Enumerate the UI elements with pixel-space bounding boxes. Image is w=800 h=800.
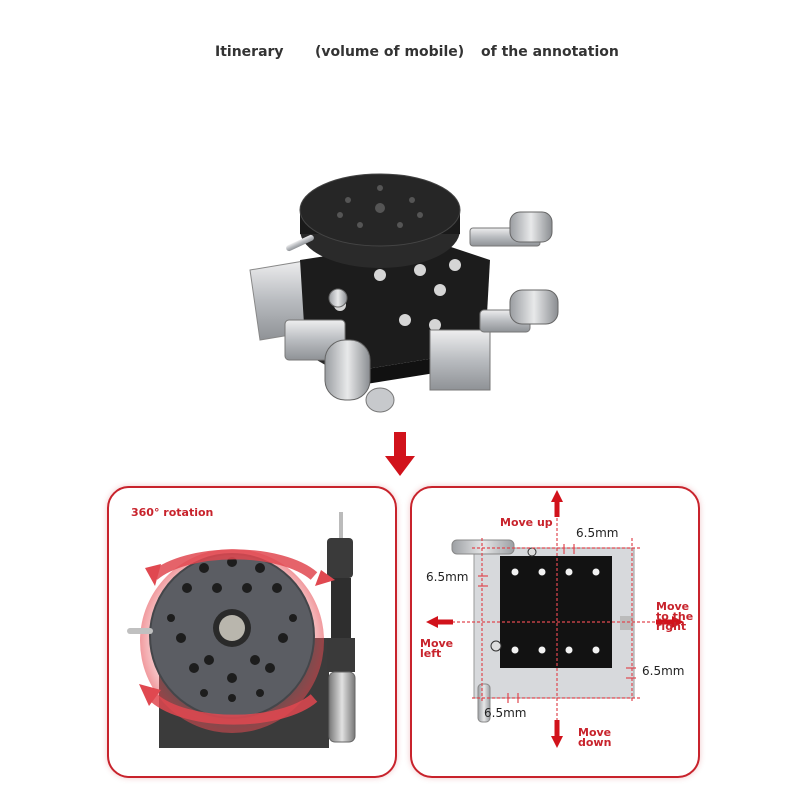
xy-stage-illustration <box>426 490 684 748</box>
header-caption: Itinerary (volume of mobile) of the anno… <box>0 44 800 68</box>
dim-right-label: 6.5mm <box>642 664 685 678</box>
move-right-label: Move to the right <box>656 600 694 633</box>
down-arrow-icon <box>385 432 415 478</box>
annotation-label: of the annotation <box>481 44 619 60</box>
rotation-arrows-icon <box>139 549 335 725</box>
move-up-label: Move up <box>500 516 553 529</box>
dim-top-label: 6.5mm <box>576 526 619 540</box>
move-left-label: Move left <box>420 637 454 660</box>
rotation-panel: 360° rotation <box>107 486 397 778</box>
direction-arrow-icon <box>426 490 684 748</box>
rotation-label: 360° rotation <box>131 506 214 519</box>
dim-left-label: 6.5mm <box>426 570 469 584</box>
move-down-label: Move down <box>578 726 612 749</box>
volume-note-label: (volume of mobile) <box>315 44 465 60</box>
xy-rotation-stage-illustration <box>249 173 559 413</box>
dim-bottom-label: 6.5mm <box>484 706 527 720</box>
rotation-stage-illustration <box>127 512 356 748</box>
product-image <box>230 170 590 430</box>
translation-panel: Move up Move down Move left Move to the … <box>410 486 700 778</box>
itinerary-label: Itinerary <box>215 44 284 60</box>
